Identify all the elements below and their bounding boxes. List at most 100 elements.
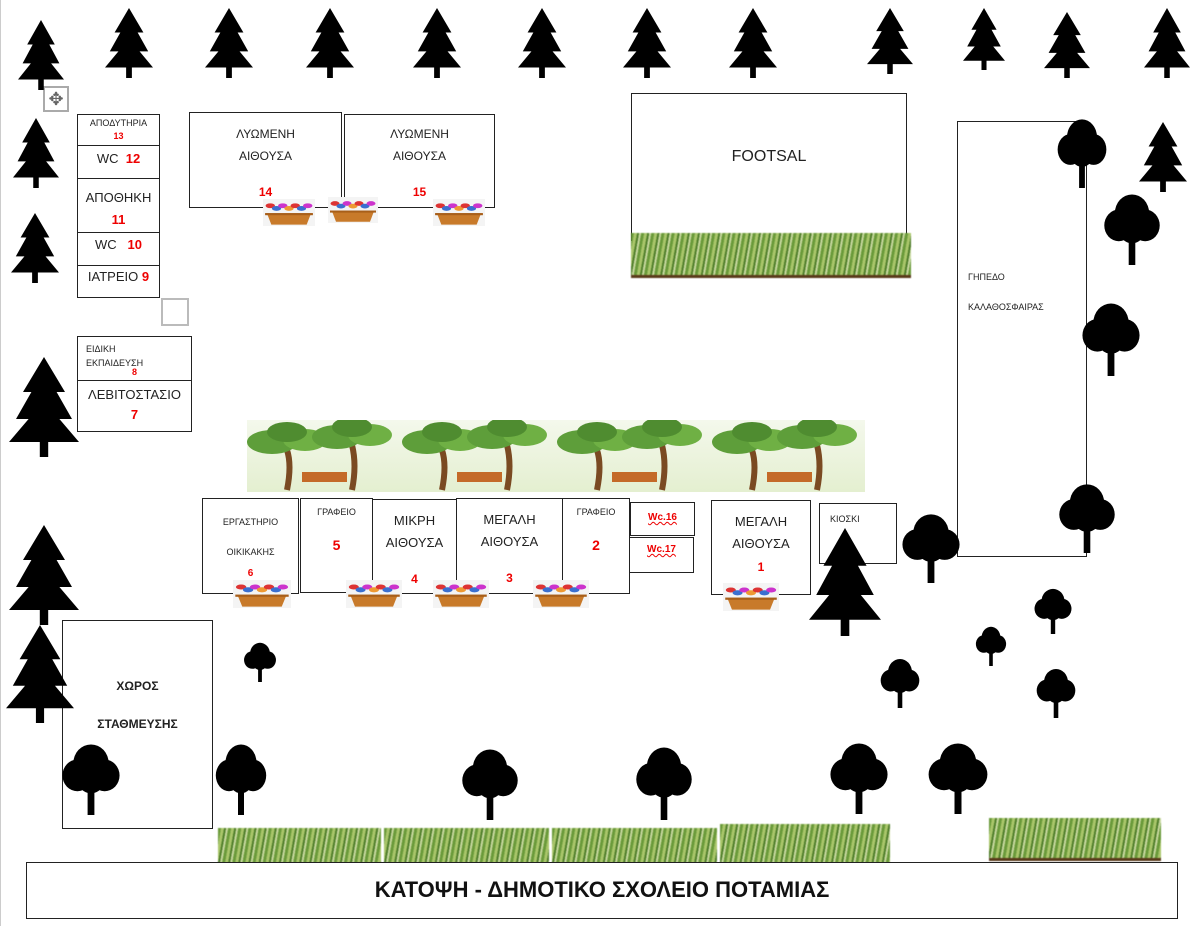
round-tree-icon	[241, 642, 279, 682]
room-wc-12: WC 12	[77, 145, 160, 179]
room-number: 5	[332, 537, 341, 553]
room-label: ΕΚΠΑΙΔΕΥΣΗ	[86, 358, 144, 368]
pine-tree-icon	[623, 8, 671, 78]
room-label: ΛΥΩΜΕΝΗ	[236, 127, 295, 141]
park-tree	[312, 417, 392, 491]
room-lyomeni-14: ΛΥΩΜΕΝΗ ΑΙΘΟΥΣΑ 14	[189, 112, 342, 208]
park-bench	[612, 472, 657, 482]
room-number: 4	[411, 572, 418, 586]
round-tree-icon	[57, 743, 125, 815]
pine-tree-icon	[809, 528, 881, 636]
court-label: FOOTSAL	[731, 148, 807, 165]
park-trees-image	[247, 417, 865, 492]
room-label: ΚΙΟΣΚΙ	[830, 514, 860, 524]
pine-tree-icon	[1144, 8, 1190, 78]
hedge	[631, 233, 911, 278]
footsal-court: FOOTSAL	[631, 93, 907, 241]
room-megali-aithousa-1: ΜΕΓΑΛΗ ΑΙΘΟΥΣΑ 1	[711, 500, 811, 595]
hedge	[989, 818, 1161, 861]
room-label: ΑΠΟΔΥΤΗΡΙΑ	[89, 118, 148, 128]
pine-tree-icon	[867, 8, 913, 74]
round-tree-icon	[457, 748, 523, 820]
court-label: ΓΗΠΕΔΟ	[968, 272, 1005, 282]
flower-pot-icon	[433, 199, 485, 226]
room-number: 8	[131, 367, 137, 377]
room-wc-17: Wc.17	[629, 537, 694, 573]
park-bench	[767, 472, 812, 482]
pine-tree-icon	[11, 213, 59, 283]
room-number: 14	[258, 185, 273, 199]
park-tree	[467, 417, 547, 491]
round-tree-icon	[1053, 118, 1111, 188]
room-number: 11	[111, 212, 126, 227]
room-iatreio: ΙΑΤΡΕΙΟ 9	[77, 265, 160, 298]
pine-tree-icon	[413, 8, 461, 78]
room-number: 1	[757, 560, 765, 574]
room-label: ΜΙΚΡΗ	[393, 513, 436, 528]
pine-tree-icon	[13, 118, 59, 188]
title-box: ΚΑΤΟΨΗ - ΔΗΜΟΤΙΚΟ ΣΧΟΛΕΙΟ ΠΟΤΑΜΙΑΣ	[26, 862, 1178, 919]
room-label: ΛΕΒΙΤΟΣΤΑΣΙΟ	[88, 387, 181, 402]
flower-pot-icon	[533, 580, 589, 608]
pine-tree-icon	[18, 20, 64, 90]
plan-title: ΚΑΤΟΨΗ - ΔΗΜΟΤΙΚΟ ΣΧΟΛΕΙΟ ΠΟΤΑΜΙΑΣ	[374, 877, 830, 902]
move-handle-icon[interactable]: ✥	[43, 86, 69, 112]
round-tree-icon	[877, 658, 923, 708]
flower-pot-icon	[723, 583, 779, 611]
pine-tree-icon	[205, 8, 253, 78]
resize-handle[interactable]	[161, 298, 189, 326]
round-tree-icon	[1031, 588, 1075, 634]
room-number: 13	[113, 131, 124, 141]
court-label: ΚΑΛΑΘΟΣΦΑΙΡΑΣ	[968, 302, 1044, 312]
room-label: ΑΠΟΘΗΚΗ	[85, 190, 152, 205]
room-label: Wc.17	[647, 544, 676, 555]
room-label: ΑΙΘΟΥΣΑ	[392, 149, 447, 163]
round-tree-icon	[1054, 483, 1120, 553]
flower-pot-icon	[328, 197, 378, 223]
room-label: ΜΕΓΑΛΗ	[734, 514, 788, 529]
room-apodytiria: ΑΠΟΔΥΤΗΡΙΑ 13	[77, 114, 160, 147]
room-apothiki: ΑΠΟΘΗΚΗ 11	[77, 178, 160, 233]
area-label: ΧΩΡΟΣ	[116, 679, 159, 693]
room-label: ΑΙΘΟΥΣΑ	[732, 536, 790, 551]
flower-pot-icon	[263, 199, 315, 226]
pine-tree-icon	[306, 8, 354, 78]
park-tree	[777, 417, 857, 491]
room-label: ΓΡΑΦΕΙΟ	[317, 507, 356, 517]
pine-tree-icon	[9, 357, 79, 457]
area-label: ΣΤΑΘΜΕΥΣΗΣ	[97, 717, 178, 731]
room-label: ΑΙΘΟΥΣΑ	[238, 149, 293, 163]
room-label: ΜΕΓΑΛΗ	[483, 512, 536, 527]
room-mikri-aithousa: ΜΙΚΡΗ ΑΙΘΟΥΣΑ 4	[372, 499, 457, 594]
round-tree-icon	[825, 742, 893, 814]
pine-tree-icon	[1044, 12, 1090, 78]
pine-tree-icon	[1139, 122, 1187, 192]
flower-pot-icon	[233, 580, 291, 608]
room-label: ΕΙΔΙΚΗ	[86, 344, 116, 354]
room-label: ΑΙΘΟΥΣΑ	[480, 534, 539, 549]
round-tree-icon	[923, 742, 993, 814]
room-number: 6	[247, 568, 254, 579]
room-number: 10	[127, 237, 142, 252]
round-tree-icon	[211, 743, 271, 815]
room-number: 2	[592, 537, 600, 553]
pine-tree-icon	[6, 625, 74, 723]
room-label: ΕΡΓΑΣΤΗΡΙΟ	[222, 517, 279, 527]
room-number: 12	[125, 151, 141, 166]
room-number: 15	[412, 185, 427, 199]
pine-tree-icon	[9, 525, 79, 625]
pine-tree-icon	[963, 8, 1005, 70]
round-tree-icon	[1077, 302, 1145, 376]
round-tree-icon	[1099, 193, 1165, 265]
room-number: 3	[506, 571, 513, 585]
pine-tree-icon	[729, 8, 777, 78]
room-megali-aithousa-3: ΜΕΓΑΛΗ ΑΙΘΟΥΣΑ 3	[456, 498, 563, 594]
room-wc-16: Wc.16	[630, 502, 695, 536]
park-tree	[247, 422, 327, 491]
room-label: ΑΙΘΟΥΣΑ	[385, 535, 444, 550]
room-label: WC	[95, 237, 117, 252]
pine-tree-icon	[518, 8, 566, 78]
flower-pot-icon	[346, 580, 402, 608]
